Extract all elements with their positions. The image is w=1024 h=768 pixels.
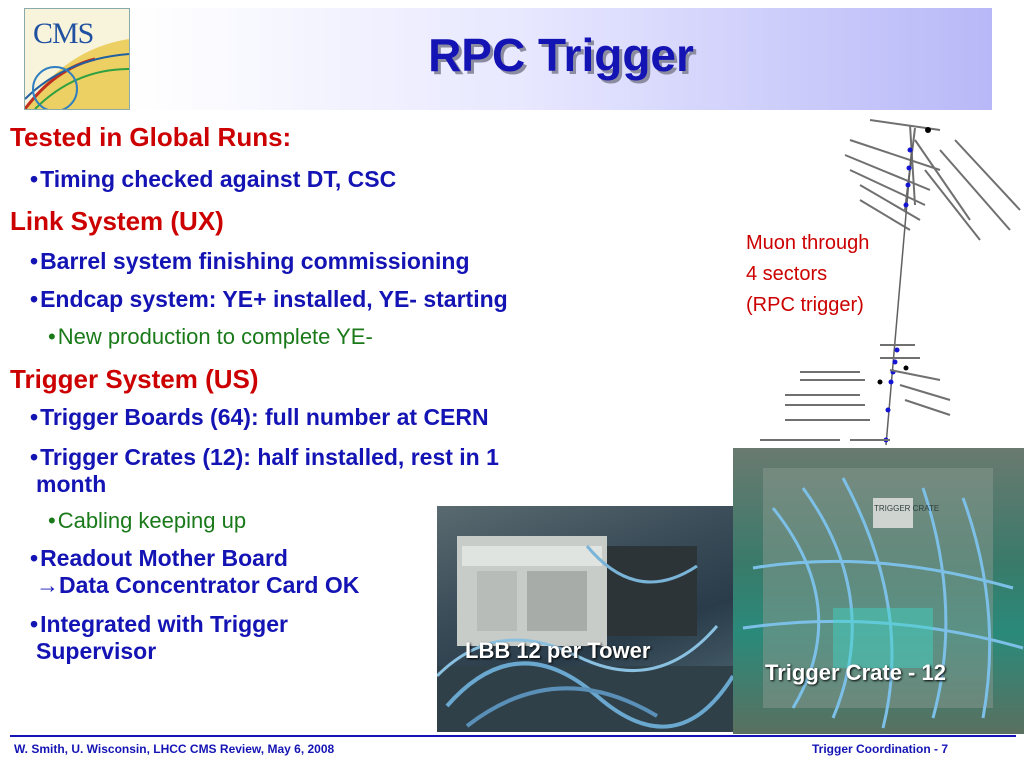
slide-title: RPC Trigger bbox=[428, 29, 694, 81]
crate-label: TRIGGER CRATE bbox=[874, 504, 940, 513]
bullet-endcap: •Endcap system: YE+ installed, YE- start… bbox=[30, 286, 508, 313]
bullet-glyph: • bbox=[30, 404, 39, 430]
bullet-text: Readout Mother Board bbox=[40, 545, 288, 571]
bullet-text: Timing checked against DT, CSC bbox=[40, 166, 397, 192]
bullet-text: Trigger Crates (12): half installed, res… bbox=[40, 444, 499, 470]
lbb-caption: LBB 12 per Tower bbox=[465, 638, 651, 663]
trigger-crate-photo: TRIGGER CRATE Trigger Crate - 12 bbox=[733, 448, 1024, 734]
muon-caption: Muon through 4 sectors (RPC trigger) bbox=[746, 228, 869, 321]
bullet-glyph: • bbox=[30, 248, 39, 274]
bullet-continuation: month bbox=[36, 471, 107, 497]
bullet-glyph: • bbox=[48, 324, 56, 349]
heading-link-system: Link System (UX) bbox=[10, 206, 224, 236]
bullet-readout-board: •Readout Mother Board→Data Concentrator … bbox=[30, 545, 359, 599]
bullet-trigger-boards: •Trigger Boards (64): full number at CER… bbox=[30, 404, 489, 431]
cms-logo: CMS bbox=[24, 8, 130, 110]
bullet-glyph: • bbox=[30, 166, 39, 192]
logo-text: CMS bbox=[33, 17, 94, 50]
bullet-glyph: • bbox=[30, 444, 39, 470]
bullet-text: Trigger Boards (64): full number at CERN bbox=[40, 404, 489, 430]
bullet-trigger-crates: •Trigger Crates (12): half installed, re… bbox=[30, 444, 499, 498]
bullet-text: Barrel system finishing commissioning bbox=[40, 248, 470, 274]
muon-caption-line: (RPC trigger) bbox=[746, 294, 864, 316]
bullet-continuation: →Data Concentrator Card OK bbox=[36, 572, 360, 598]
bullet-glyph: • bbox=[48, 508, 56, 533]
bullet-continuation: Supervisor bbox=[36, 638, 157, 664]
bullet-glyph: • bbox=[30, 286, 39, 312]
bullet-text: Integrated with Trigger bbox=[40, 611, 288, 637]
heading-trigger-system: Trigger System (US) bbox=[10, 364, 259, 394]
bullet-glyph: • bbox=[30, 545, 39, 571]
muon-caption-line: Muon through bbox=[746, 232, 870, 254]
bullet-text: Endcap system: YE+ installed, YE- starti… bbox=[40, 286, 508, 312]
sub-bullet-new-production: •New production to complete YE- bbox=[48, 324, 373, 350]
footer-author: W. Smith, U. Wisconsin, LHCC CMS Review,… bbox=[14, 742, 335, 756]
lbb-photo: LBB 12 per Tower bbox=[437, 506, 733, 732]
lbb-photo-graphic bbox=[437, 536, 733, 732]
bullet-timing: •Timing checked against DT, CSC bbox=[30, 166, 396, 193]
footer-divider bbox=[10, 735, 1016, 737]
trigger-crate-photo-graphic bbox=[742, 468, 1024, 729]
heading-global-runs: Tested in Global Runs: bbox=[10, 122, 292, 152]
header-band bbox=[130, 8, 992, 110]
cms-logo-graphic bbox=[25, 39, 129, 109]
bullet-text: New production to complete YE- bbox=[57, 324, 373, 349]
bullet-glyph: • bbox=[30, 611, 39, 637]
muon-event-display bbox=[760, 119, 1021, 446]
sub-bullet-cabling: •Cabling keeping up bbox=[48, 508, 246, 534]
muon-caption-line: 4 sectors bbox=[746, 263, 828, 285]
footer-page: Trigger Coordination - 7 bbox=[812, 742, 949, 756]
bullet-text: Cabling keeping up bbox=[57, 508, 247, 533]
crate-caption: Trigger Crate - 12 bbox=[765, 660, 946, 685]
bullet-barrel: •Barrel system finishing commissioning bbox=[30, 248, 470, 275]
